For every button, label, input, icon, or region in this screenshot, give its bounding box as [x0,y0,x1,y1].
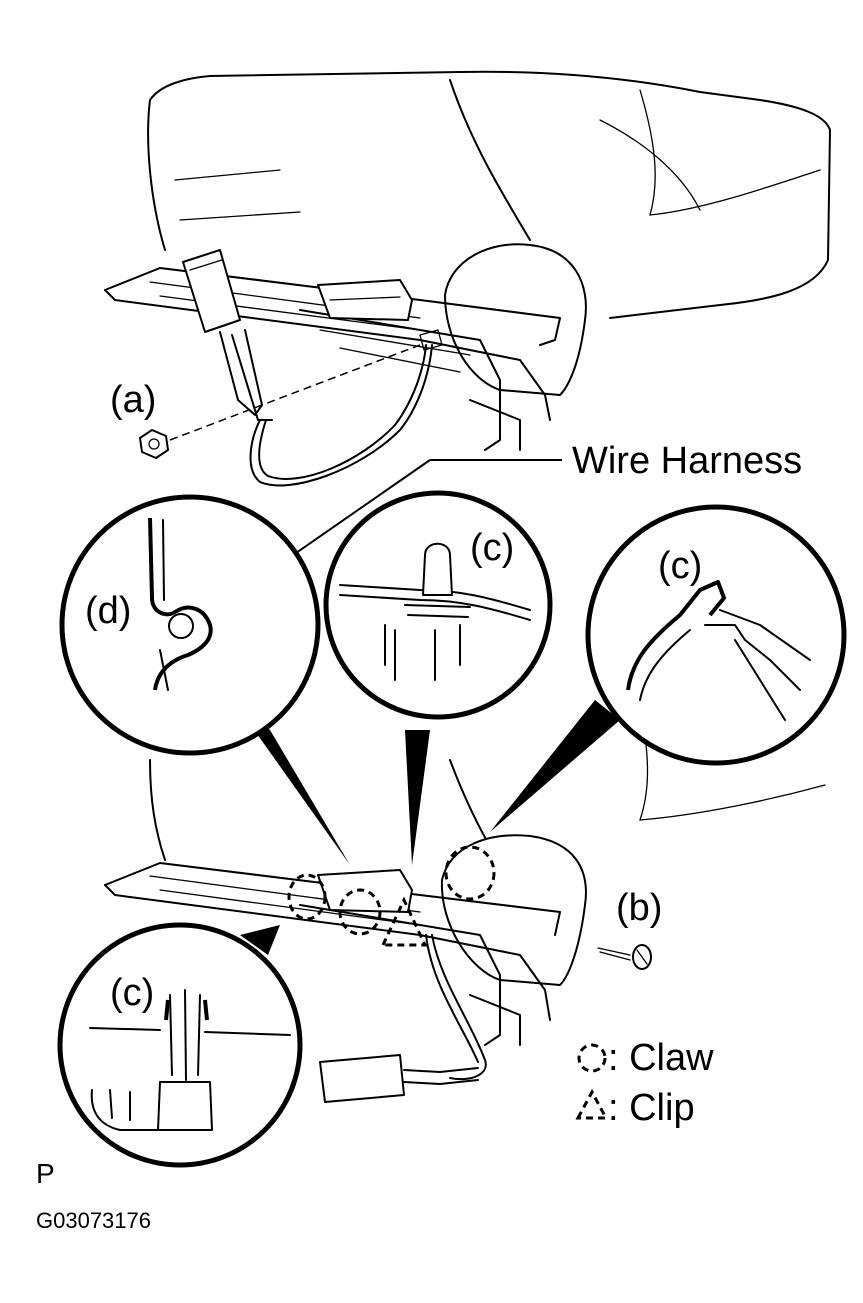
claw-marker [287,873,327,921]
detail-circle-d [59,494,321,756]
detail-circle-c-clip-bottom [57,922,303,1168]
callout-d-label: (d) [85,590,131,632]
wire-harness-label: Wire Harness [572,440,802,482]
legend-clip-label: : Clip [608,1087,695,1129]
upper-seat-view [104,70,831,487]
callout-c-right-label: (c) [658,545,702,587]
callout-a-label: (a) [110,379,156,421]
bolt-a-icon [139,429,169,459]
claw-marker [338,888,382,936]
lower-seat-view [104,689,826,1103]
detail-circle-c-claw [585,504,847,766]
claw-legend-icon [577,1043,607,1073]
screw-b-icon [597,944,652,970]
view-indicator: P [36,1158,55,1189]
figure-code: G03073176 [36,1208,151,1233]
legend-claw-label: : Claw [608,1037,714,1079]
detail-circle-c-clip-top [323,490,553,720]
callout-b-label: (b) [616,887,662,929]
clip-marker [380,896,428,947]
detail-pointers [240,700,620,955]
callout-c-top-label: (c) [470,527,514,569]
claw-marker [444,845,496,901]
clip-legend-icon [575,1088,609,1120]
callout-c-bottom-label: (c) [110,972,154,1014]
legend: : Claw : Clip [575,1037,714,1129]
